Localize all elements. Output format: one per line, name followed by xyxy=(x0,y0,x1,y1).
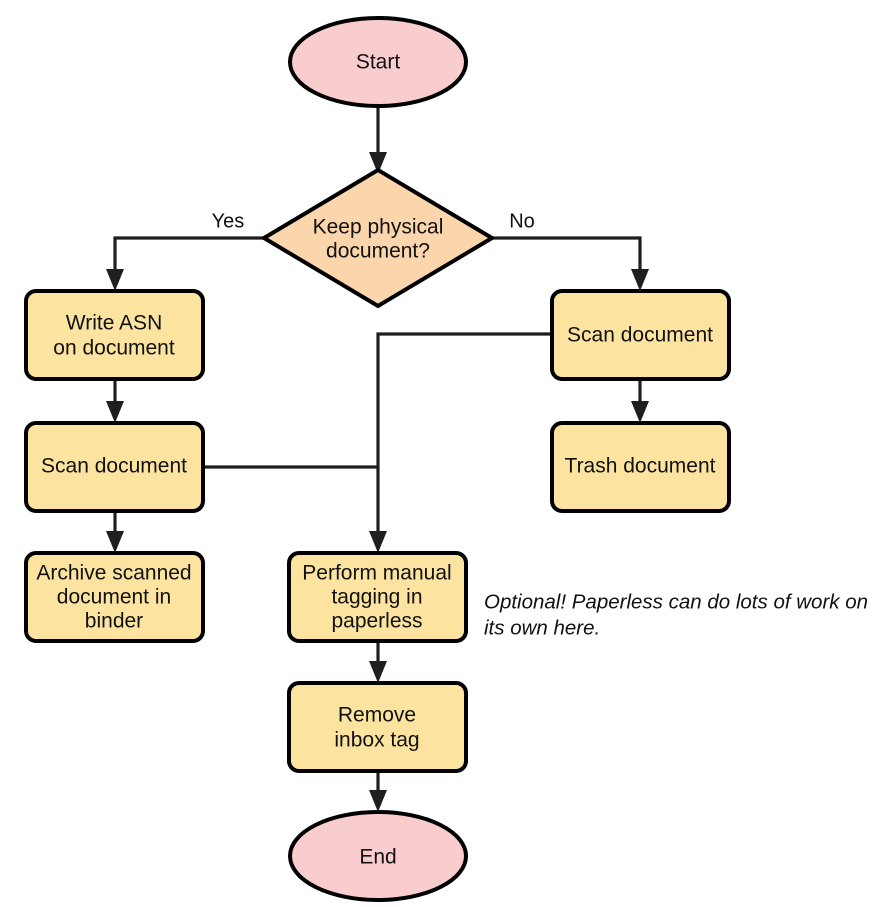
node-scan-document-right[interactable]: Scan document xyxy=(550,289,731,381)
node-archive-label-line1: Archive scanned xyxy=(36,562,191,585)
node-start-label: Start xyxy=(356,51,401,74)
edge-scanright-to-trash xyxy=(631,379,649,423)
node-tagging-label-line3: paperless xyxy=(331,610,422,633)
edge-writeasn-to-scanleft xyxy=(106,379,124,423)
node-scan-document-right-label: Scan document xyxy=(567,324,713,347)
node-trash-document-label: Trash document xyxy=(565,455,716,478)
edge-start-to-decision xyxy=(369,104,387,174)
edge-scanleft-to-archive xyxy=(106,511,124,553)
edge-decision-yes xyxy=(106,236,264,291)
node-write-asn-label-line2: on document xyxy=(53,337,175,360)
node-write-asn-on-document[interactable]: Write ASN on document xyxy=(24,289,205,381)
node-scan-document-left-label: Scan document xyxy=(41,455,187,478)
edge-removetag-to-end xyxy=(369,771,387,812)
trash-document-box xyxy=(550,421,731,513)
scan-document-right-box xyxy=(550,289,731,381)
node-decision-label-line1: Keep physical xyxy=(313,216,444,239)
node-tagging-label-line1: Perform manual xyxy=(302,562,451,585)
decision-diamond xyxy=(262,168,494,308)
node-trash-document[interactable]: Trash document xyxy=(550,421,731,513)
node-end[interactable]: End xyxy=(288,810,468,902)
node-archive-label-line2: document in xyxy=(57,586,171,609)
start-ellipse xyxy=(288,16,468,108)
node-end-label: End xyxy=(359,846,396,869)
node-perform-manual-tagging[interactable]: Perform manual tagging in paperless xyxy=(287,551,468,643)
node-archive-label-line3: binder xyxy=(85,610,143,633)
node-write-asn-label-line1: Write ASN xyxy=(66,312,162,335)
edge-tagging-to-removetag xyxy=(369,641,387,683)
edge-label-yes: Yes xyxy=(212,210,245,232)
node-decision-keep-physical-document[interactable]: Keep physical document? xyxy=(262,168,494,308)
note-line-1: Optional! Paperless can do lots of work … xyxy=(484,590,868,613)
edge-label-no: No xyxy=(509,210,535,232)
node-start[interactable]: Start xyxy=(288,16,468,108)
node-tagging-label-line2: tagging in xyxy=(331,586,422,609)
scan-document-left-box xyxy=(24,421,205,513)
end-ellipse xyxy=(288,810,468,902)
node-remove-inbox-tag[interactable]: Remove inbox tag xyxy=(287,681,468,773)
node-remove-tag-label-line1: Remove xyxy=(338,704,416,727)
edge-decision-no xyxy=(492,236,649,291)
manual-tagging-box xyxy=(287,551,468,643)
remove-inbox-tag-box xyxy=(287,681,468,773)
node-scan-document-left[interactable]: Scan document xyxy=(24,421,205,513)
annotation-note: Optional! Paperless can do lots of work … xyxy=(484,590,868,639)
node-remove-tag-label-line2: inbox tag xyxy=(334,729,419,752)
write-asn-box xyxy=(24,289,205,381)
note-line-2: its own here. xyxy=(484,616,600,639)
node-archive-scanned-document[interactable]: Archive scanned document in binder xyxy=(24,551,205,643)
node-decision-label-line2: document? xyxy=(326,240,430,263)
edge-scanright-to-tagging xyxy=(369,332,552,553)
archive-document-box xyxy=(24,551,205,643)
